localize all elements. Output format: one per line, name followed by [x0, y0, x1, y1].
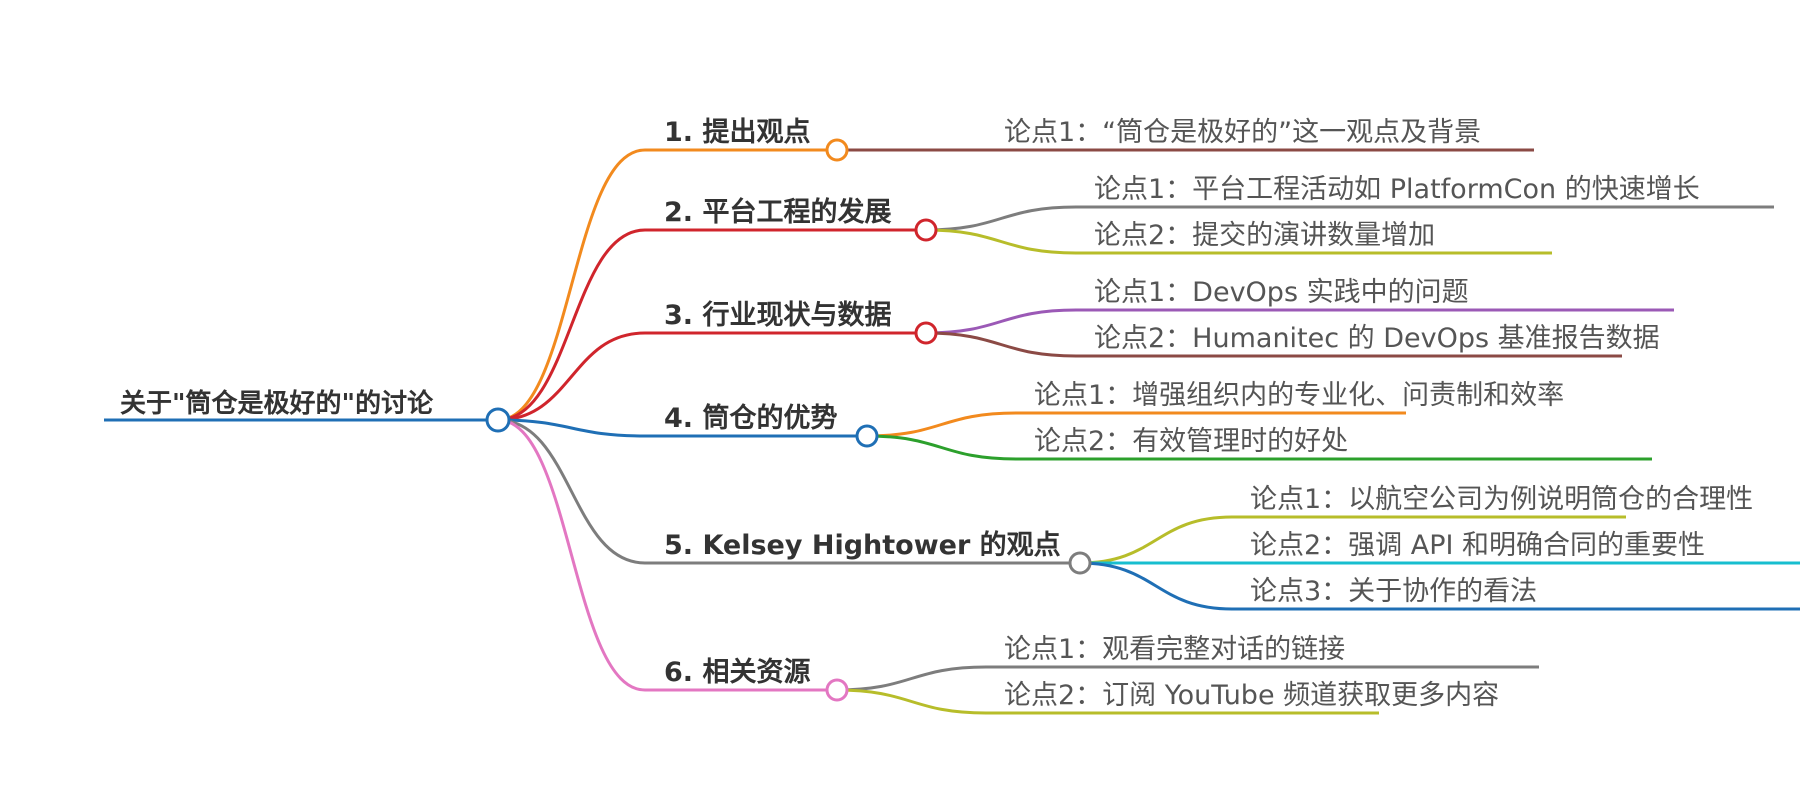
- branch-5-toggle-dot[interactable]: [1068, 551, 1092, 575]
- branch-2-leaf-2-label[interactable]: 论点2：提交的演讲数量增加: [1094, 220, 1435, 251]
- branch-3-leaf-2-connector: [925, 331, 1622, 358]
- branch-5-leaf-1-label[interactable]: 论点1：以航空公司为例说明筒仓的合理性: [1250, 484, 1753, 515]
- branch-2-connector: [497, 228, 926, 422]
- branch-3-leaf-1-label[interactable]: 论点1：DevOps 实践中的问题: [1094, 277, 1469, 308]
- branch-2-leaf-1-connector: [925, 205, 1774, 232]
- branch-6-title[interactable]: 6. 相关资源: [664, 657, 810, 688]
- nodes: 关于"筒仓是极好的"的讨论 1. 提出观点 论点1：“筒仓是极好的”这一观点及背景 2…: [120, 117, 1753, 711]
- branch-3-title[interactable]: 3. 行业现状与数据: [664, 299, 891, 331]
- branch-3-leaf-2-label[interactable]: 论点2：Humanitec 的 DevOps 基准报告数据: [1094, 323, 1660, 354]
- branch-4-leaf-2-label[interactable]: 论点2：有效管理时的好处: [1034, 426, 1348, 457]
- branch-2-toggle-dot[interactable]: [914, 218, 938, 242]
- branch-5-leaf-2-label[interactable]: 论点2：强调 API 和明确合同的重要性: [1250, 530, 1705, 561]
- root-toggle-dot[interactable]: [485, 407, 511, 433]
- branch-6-leaf-2-connector: [836, 688, 1379, 715]
- branch-4-leaf-1-connector: [866, 411, 1406, 438]
- branch-6-leaf-1-label[interactable]: 论点1：观看完整对话的链接: [1004, 634, 1345, 665]
- branch-1-connector: [497, 148, 837, 422]
- branch-4-connector: [497, 418, 867, 438]
- branch-4-leaf-1-label[interactable]: 论点1：增强组织内的专业化、问责制和效率: [1034, 380, 1564, 411]
- branch-2-title[interactable]: 2. 平台工程的发展: [664, 196, 891, 228]
- edges: [104, 148, 1800, 715]
- branch-5-title[interactable]: 5. Kelsey Hightower 的观点: [664, 529, 1061, 561]
- branch-6-connector: [497, 418, 837, 692]
- branch-4-toggle-dot[interactable]: [855, 424, 879, 448]
- branch-3-connector: [497, 331, 926, 422]
- branch-5-leaf-1-connector: [1079, 515, 1626, 565]
- root-title: 关于"筒仓是极好的"的讨论: [120, 388, 434, 419]
- branch-6-leaf-2-label[interactable]: 论点2：订阅 YouTube 频道获取更多内容: [1004, 680, 1499, 711]
- branch-1-toggle-dot[interactable]: [825, 138, 849, 162]
- branch-6-toggle-dot[interactable]: [825, 678, 849, 702]
- branch-5-connector: [497, 418, 1080, 565]
- branch-1-leaf-1-label[interactable]: 论点1：“筒仓是极好的”这一观点及背景: [1004, 117, 1481, 148]
- branch-2-leaf-2-connector: [925, 228, 1552, 255]
- branch-3-toggle-dot[interactable]: [914, 321, 938, 345]
- branch-4-title[interactable]: 4. 筒仓的优势: [664, 402, 837, 434]
- branch-4-leaf-2-connector: [866, 434, 1652, 461]
- branch-1-title[interactable]: 1. 提出观点: [664, 117, 810, 148]
- branch-5-leaf-3-label[interactable]: 论点3：关于协作的看法: [1250, 576, 1537, 607]
- branch-5-leaf-3-connector: [1079, 561, 1800, 611]
- branch-2-leaf-1-label[interactable]: 论点1：平台工程活动如 PlatformCon 的快速增长: [1094, 174, 1700, 205]
- branch-6-leaf-1-connector: [836, 665, 1539, 692]
- branch-3-leaf-1-connector: [925, 308, 1674, 335]
